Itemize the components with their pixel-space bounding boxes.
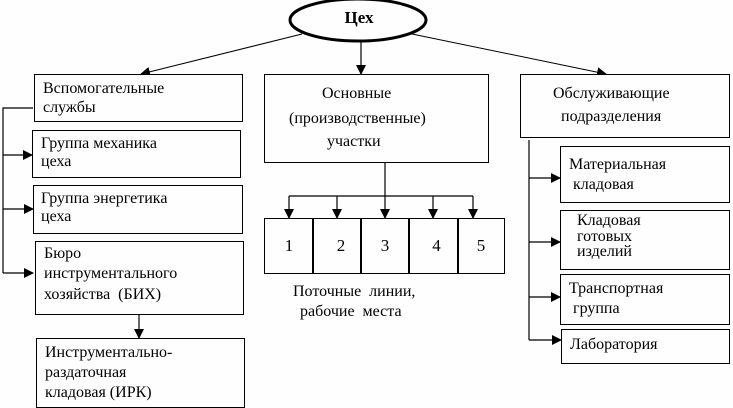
workstation-cell-4: 4 xyxy=(408,218,459,274)
auxiliary-services-box: Вспомогательные службы xyxy=(34,74,243,122)
mechanic-group-line-1: Группа механика xyxy=(41,135,157,152)
production-sections-box: Основные (производственные) участки xyxy=(264,74,489,163)
production-sections-line-3: участки xyxy=(327,133,381,150)
tool-bureau-line-2: инструментального xyxy=(44,265,178,282)
material-storeroom-line-1: Материальная xyxy=(569,156,667,173)
auxiliary-services-line-1: Вспомогательные xyxy=(43,80,165,97)
root-to-left-arrow xyxy=(140,33,303,77)
energy-group-line-1: Группа энергетика xyxy=(41,190,168,207)
finished-goods-line-1: Кладовая xyxy=(577,212,641,229)
material-storeroom-line-2: кладовая xyxy=(569,176,634,193)
service-units-line-2: подразделения xyxy=(561,108,662,125)
finished-goods-storeroom-box: Кладовая готовых изделий xyxy=(560,210,730,270)
flow-lines-caption-line-1: Поточные линии, xyxy=(293,283,416,300)
energy-group-line-2: цеха xyxy=(41,208,72,225)
finished-goods-line-2: готовых xyxy=(577,228,633,245)
transport-group-line-2: группа xyxy=(569,300,620,317)
transport-group-box: Транспортная группа xyxy=(560,274,730,325)
left-branch-line xyxy=(2,107,33,273)
service-units-box: Обслуживающие подразделения xyxy=(520,74,730,138)
finished-goods-line-3: изделий xyxy=(577,243,632,260)
laboratory-box: Лаборатория xyxy=(561,329,730,364)
root-label: Цех xyxy=(344,8,374,27)
mechanic-group-box: Группа механика цеха xyxy=(32,130,241,178)
workstation-cell-5: 5 xyxy=(457,218,505,274)
tool-bureau-line-1: Бюро xyxy=(44,245,82,262)
workstation-cell-3: 3 xyxy=(360,218,410,274)
laboratory-label: Лаборатория xyxy=(570,336,658,353)
tool-storeroom-line-1: Инструментально- xyxy=(45,344,173,361)
workstation-cell-1: 1 xyxy=(264,218,314,274)
energy-group-box: Группа энергетика цеха xyxy=(33,185,243,234)
service-units-line-1: Обслуживающие xyxy=(553,85,670,102)
flow-lines-caption-line-2: рабочие места xyxy=(300,303,402,320)
tool-bureau-line-3: хозяйства (БИХ) xyxy=(44,286,162,303)
material-storeroom-box: Материальная кладовая xyxy=(560,146,730,203)
mechanic-group-line-2: цеха xyxy=(41,153,72,170)
root-ellipse xyxy=(288,0,428,43)
tool-storeroom-line-3: кладовая (ИРК) xyxy=(45,384,152,401)
tool-bureau-box: Бюро инструментального хозяйства (БИХ) xyxy=(35,241,244,315)
tool-storeroom-box: Инструментально- раздаточная кладовая (И… xyxy=(36,338,245,408)
root-to-right-arrow xyxy=(411,33,607,78)
tool-storeroom-line-2: раздаточная xyxy=(45,364,127,381)
workstation-cell-2: 2 xyxy=(312,218,362,274)
transport-group-line-1: Транспортная xyxy=(569,280,664,297)
production-sections-line-2: (производственные) xyxy=(289,110,426,127)
auxiliary-services-line-2: службы xyxy=(43,99,96,116)
production-sections-line-1: Основные xyxy=(322,85,392,102)
